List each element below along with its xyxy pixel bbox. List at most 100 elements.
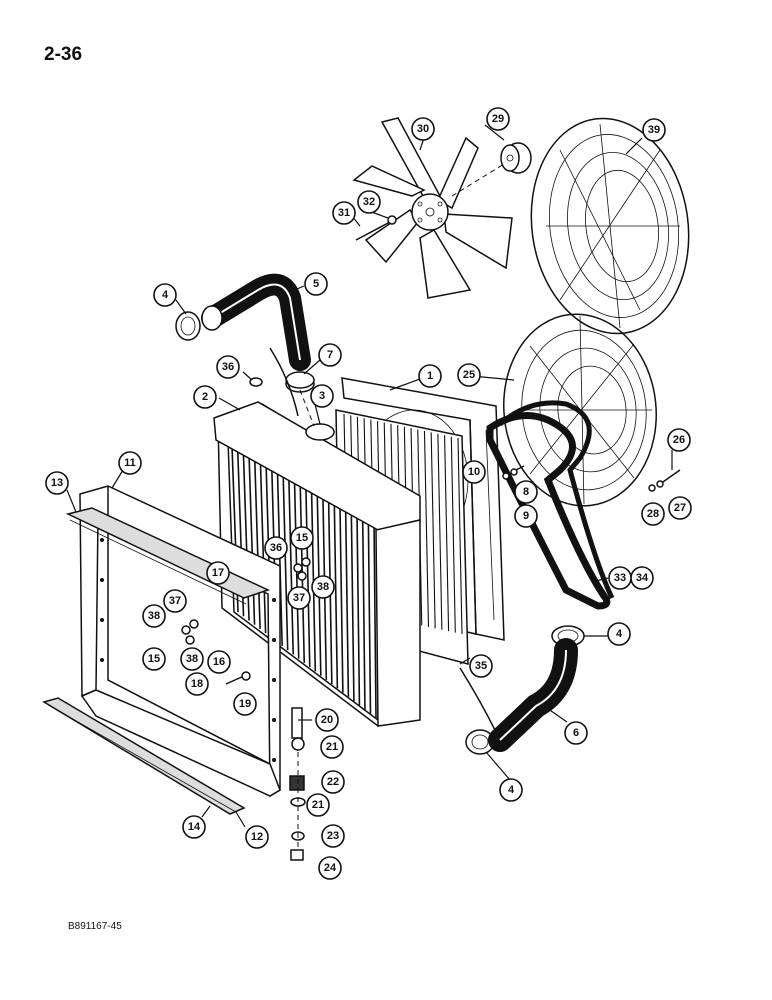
- callout-16: 16: [207, 650, 231, 674]
- radiator-mounting-frame: [79, 485, 281, 798]
- callout-1: 1: [418, 364, 442, 388]
- svg-text:29: 29: [492, 113, 504, 125]
- callout-4-right: 4: [607, 622, 631, 646]
- callout-37-right: 37: [287, 586, 311, 610]
- callout-13: 13: [45, 471, 69, 495]
- svg-text:9: 9: [523, 510, 529, 522]
- svg-text:38: 38: [186, 653, 198, 665]
- callout-31: 31: [332, 201, 356, 225]
- svg-text:14: 14: [188, 821, 201, 833]
- svg-text:20: 20: [321, 714, 333, 726]
- svg-text:17: 17: [212, 567, 224, 579]
- svg-text:2: 2: [202, 391, 208, 403]
- callout-21-lower: 21: [306, 793, 330, 817]
- callout-33: 33: [608, 566, 632, 590]
- callout-34: 34: [630, 566, 654, 590]
- callout-10: 10: [462, 460, 486, 484]
- callout-38-bottom: 38: [180, 647, 204, 671]
- svg-text:4: 4: [616, 628, 623, 640]
- callout-21-upper: 21: [320, 735, 344, 759]
- svg-text:22: 22: [327, 776, 339, 788]
- svg-text:37: 37: [293, 592, 305, 604]
- svg-text:15: 15: [296, 532, 308, 544]
- callout-36-right: 36: [264, 536, 288, 560]
- callout-27: 27: [668, 496, 692, 520]
- hose-clamp-upper: [175, 311, 201, 341]
- svg-text:18: 18: [191, 678, 203, 690]
- svg-text:37: 37: [169, 595, 181, 607]
- callout-20: 20: [315, 708, 339, 732]
- page-number: 2-36: [44, 44, 83, 65]
- callout-14: 14: [182, 815, 206, 839]
- shroud-hardware: [502, 465, 681, 492]
- svg-text:31: 31: [338, 207, 350, 219]
- callout-38-left: 38: [142, 604, 166, 628]
- callout-29: 29: [486, 107, 510, 131]
- svg-text:36: 36: [222, 361, 234, 373]
- svg-text:28: 28: [647, 508, 659, 520]
- svg-text:5: 5: [313, 278, 319, 290]
- callout-19: 19: [233, 692, 257, 716]
- callout-11: 11: [118, 451, 142, 475]
- upper-radiator-hose: [201, 273, 311, 371]
- callout-30: 30: [411, 117, 435, 141]
- svg-text:26: 26: [673, 434, 685, 446]
- svg-text:15: 15: [148, 653, 160, 665]
- callout-2: 2: [193, 385, 217, 409]
- callout-5: 5: [304, 272, 328, 296]
- callout-38-right: 38: [311, 575, 335, 599]
- callout-35: 35: [469, 654, 493, 678]
- cooling-fan: [352, 117, 513, 299]
- svg-text:3: 3: [319, 390, 325, 402]
- svg-text:4: 4: [508, 784, 515, 796]
- callout-18: 18: [185, 672, 209, 696]
- callout-6: 6: [564, 721, 588, 745]
- callout-26: 26: [667, 428, 691, 452]
- svg-text:25: 25: [463, 369, 475, 381]
- svg-text:38: 38: [317, 581, 329, 593]
- svg-text:1: 1: [427, 370, 433, 382]
- callout-24: 24: [318, 856, 342, 880]
- svg-text:30: 30: [417, 123, 429, 135]
- svg-text:21: 21: [312, 799, 324, 811]
- radiator-cap: [249, 371, 335, 441]
- callout-15-right: 15: [290, 526, 314, 550]
- callout-36-top: 36: [216, 355, 240, 379]
- drive-belts: [486, 400, 615, 610]
- svg-text:24: 24: [324, 862, 337, 874]
- callout-8: 8: [514, 480, 538, 504]
- svg-text:4: 4: [162, 289, 169, 301]
- callout-23: 23: [321, 824, 345, 848]
- svg-text:10: 10: [468, 466, 480, 478]
- callout-4-upper: 4: [153, 283, 177, 307]
- svg-text:32: 32: [363, 196, 375, 208]
- svg-text:34: 34: [636, 572, 649, 584]
- fan-guard-rear: [530, 117, 690, 335]
- callout-37-left: 37: [163, 589, 187, 613]
- drawing-id: B891167-45: [68, 921, 122, 932]
- fan-bolt-and-washer: [355, 215, 397, 241]
- svg-text:23: 23: [327, 830, 339, 842]
- callout-39: 39: [642, 118, 666, 142]
- svg-text:36: 36: [270, 542, 282, 554]
- callout-28: 28: [641, 502, 665, 526]
- svg-text:35: 35: [475, 660, 487, 672]
- svg-text:16: 16: [213, 656, 225, 668]
- svg-text:7: 7: [327, 349, 333, 361]
- svg-text:11: 11: [124, 457, 136, 469]
- callout-4-lower: 4: [499, 778, 523, 802]
- callout-12: 12: [245, 825, 269, 849]
- lower-radiator-hose: [459, 638, 578, 752]
- svg-text:39: 39: [648, 124, 660, 136]
- svg-text:27: 27: [674, 502, 686, 514]
- fan-spacer: [500, 142, 532, 174]
- radiator-core: [213, 401, 421, 727]
- svg-text:19: 19: [239, 698, 251, 710]
- callout-7: 7: [318, 343, 342, 367]
- callout-9: 9: [514, 504, 538, 528]
- callout-32: 32: [357, 190, 381, 214]
- svg-text:33: 33: [614, 572, 626, 584]
- callout-17: 17: [206, 561, 230, 585]
- svg-text:21: 21: [326, 741, 338, 753]
